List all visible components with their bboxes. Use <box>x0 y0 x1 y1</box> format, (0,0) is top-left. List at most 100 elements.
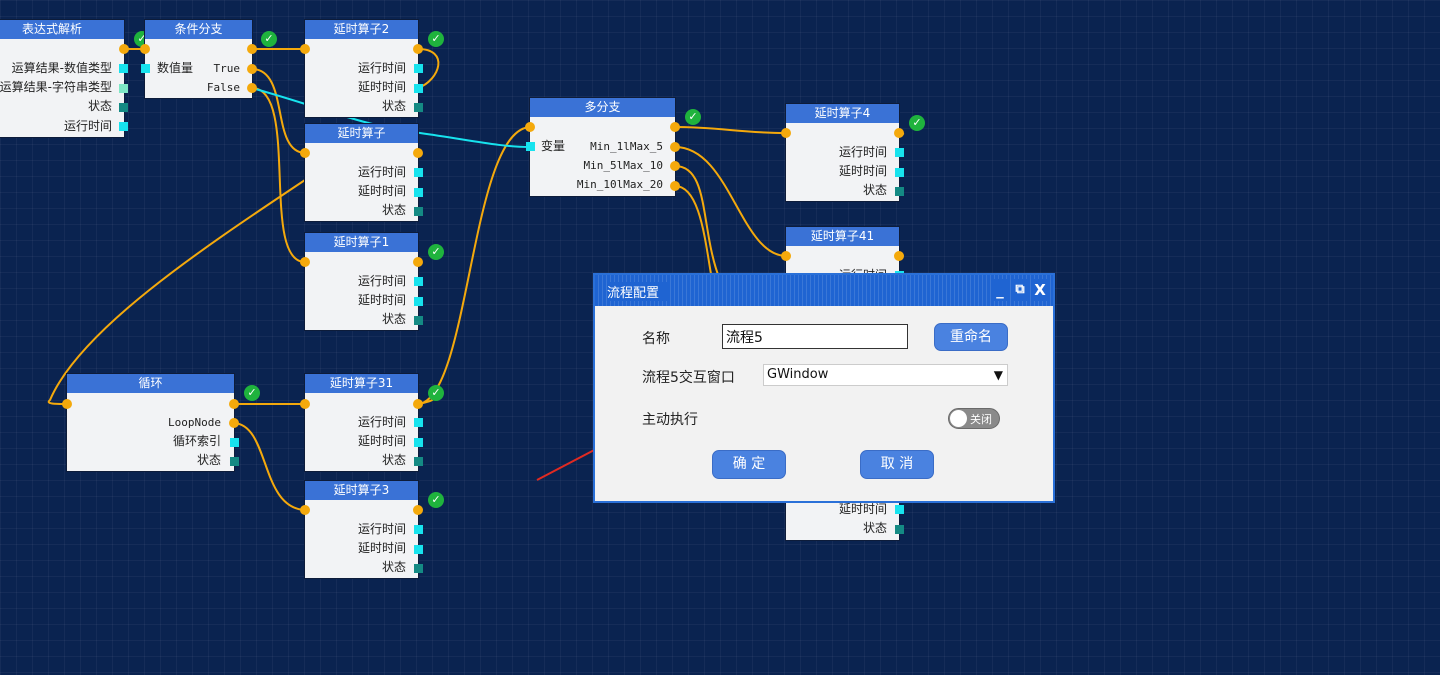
output-port[interactable] <box>414 297 423 306</box>
node-title: 延时算子31 <box>305 374 418 393</box>
output-port[interactable] <box>119 44 129 54</box>
flow-config-dialog[interactable]: 流程配置 _ ⧉ X 名称 重命名 流程5交互窗口 GWindow ▼ 主动执行… <box>593 273 1055 503</box>
node-delay-4[interactable]: 延时算子4 运行时间 延时时间 状态 <box>781 104 904 201</box>
output-port[interactable] <box>414 525 423 534</box>
output-port[interactable] <box>895 187 904 196</box>
interactive-window-label: 流程5交互窗口 <box>642 370 735 386</box>
node-condition-branch[interactable]: 条件分支 数值量 True False <box>140 20 257 98</box>
node-delay-1[interactable]: 延时算子1 运行时间 延时时间 状态 <box>300 233 423 330</box>
input-port[interactable] <box>62 399 72 409</box>
node-title: 多分支 <box>530 98 675 117</box>
restore-icon[interactable]: ⧉ <box>1011 279 1029 301</box>
auto-run-toggle[interactable]: 关闭 <box>948 408 1000 429</box>
output-label: 运算结果-数值类型 <box>11 61 112 75</box>
output-port[interactable] <box>670 122 680 132</box>
minimize-icon[interactable]: _ <box>991 279 1009 301</box>
output-port[interactable] <box>247 83 257 93</box>
output-port[interactable] <box>119 122 128 131</box>
input-port[interactable] <box>300 399 310 409</box>
input-port[interactable] <box>526 142 535 151</box>
node-delay-2[interactable]: 延时算子2 运行时间 延时时间 状态 <box>300 20 423 117</box>
output-port[interactable] <box>119 103 128 112</box>
input-port[interactable] <box>140 44 150 54</box>
check-circle-icon: ✓ <box>909 115 925 131</box>
confirm-button[interactable]: 确 定 <box>712 450 786 479</box>
node-delay-31[interactable]: 延时算子31 运行时间 延时时间 状态 <box>300 374 423 471</box>
node-delay[interactable]: 延时算子 运行时间 延时时间 状态 <box>300 124 423 221</box>
output-label: 延时时间 <box>357 80 406 94</box>
node-multi-branch[interactable]: 多分支 变量 Min_1lMax_5 Min_5lMax_10 Min_10lM… <box>525 98 680 196</box>
output-port[interactable] <box>670 142 680 152</box>
output-label: 延时时间 <box>838 164 887 178</box>
node-title: 延时算子3 <box>305 481 418 500</box>
output-port[interactable] <box>414 545 423 554</box>
dialog-titlebar[interactable]: 流程配置 _ ⧉ X <box>595 275 1053 306</box>
toggle-state-label: 关闭 <box>970 413 992 426</box>
output-port[interactable] <box>413 44 423 54</box>
output-label: Min_1lMax_5 <box>590 140 663 153</box>
input-port[interactable] <box>300 257 310 267</box>
output-port[interactable] <box>414 84 423 93</box>
output-port[interactable] <box>414 64 423 73</box>
input-port[interactable] <box>525 122 535 132</box>
output-port[interactable] <box>670 161 680 171</box>
selected-window: GWindow <box>767 367 829 382</box>
input-port[interactable] <box>781 251 791 261</box>
output-port[interactable] <box>414 438 423 447</box>
input-port[interactable] <box>141 64 150 73</box>
input-label: 变量 <box>541 139 566 153</box>
close-icon[interactable]: X <box>1031 279 1049 301</box>
name-input[interactable] <box>722 324 908 349</box>
output-port[interactable] <box>230 457 239 466</box>
output-port[interactable] <box>895 505 904 514</box>
output-port[interactable] <box>413 148 423 158</box>
output-port[interactable] <box>229 399 239 409</box>
output-port[interactable] <box>414 316 423 325</box>
output-port[interactable] <box>413 399 423 409</box>
auto-run-label: 主动执行 <box>642 412 698 428</box>
output-label: 循环索引 <box>172 434 221 448</box>
node-delay-3[interactable]: 延时算子3 运行时间 延时时间 状态 <box>300 481 423 578</box>
chevron-down-icon: ▼ <box>993 368 1003 382</box>
output-port[interactable] <box>414 207 423 216</box>
output-label: 运行时间 <box>357 415 406 429</box>
node-title: 延时算子1 <box>305 233 418 252</box>
interactive-window-select[interactable]: GWindow ▼ <box>763 364 1008 386</box>
node-loop[interactable]: 循环 LoopNode 循环索引 状态 <box>62 374 239 471</box>
cancel-button[interactable]: 取 消 <box>860 450 934 479</box>
node-expression-parse[interactable]: 表达式解析 运算结果-数值类型 运算结果-字符串类型 状态 运行时间 <box>0 20 129 137</box>
output-port[interactable] <box>413 505 423 515</box>
output-port[interactable] <box>895 525 904 534</box>
wire-cond-true-to-delay1 <box>251 87 306 263</box>
input-port[interactable] <box>781 128 791 138</box>
output-port[interactable] <box>894 128 904 138</box>
wire-multi-to-delay4 <box>674 126 787 134</box>
check-circle-icon: ✓ <box>685 109 701 125</box>
input-port[interactable] <box>300 148 310 158</box>
check-circle-icon: ✓ <box>428 31 444 47</box>
output-port[interactable] <box>894 251 904 261</box>
output-port[interactable] <box>119 84 128 93</box>
output-port[interactable] <box>414 418 423 427</box>
output-port[interactable] <box>414 277 423 286</box>
output-port[interactable] <box>413 257 423 267</box>
output-port[interactable] <box>119 64 128 73</box>
input-port[interactable] <box>300 44 310 54</box>
output-port[interactable] <box>229 418 239 428</box>
output-port[interactable] <box>414 103 423 112</box>
rename-button[interactable]: 重命名 <box>934 323 1008 351</box>
output-port[interactable] <box>895 148 904 157</box>
output-label: Min_5lMax_10 <box>583 159 663 172</box>
input-port[interactable] <box>300 505 310 515</box>
output-port[interactable] <box>230 438 239 447</box>
output-port[interactable] <box>247 44 257 54</box>
output-port[interactable] <box>414 188 423 197</box>
output-port[interactable] <box>895 168 904 177</box>
output-port[interactable] <box>414 168 423 177</box>
output-port[interactable] <box>414 564 423 573</box>
output-port[interactable] <box>247 64 257 74</box>
output-label: False <box>206 81 240 94</box>
output-port[interactable] <box>670 181 680 191</box>
output-port[interactable] <box>414 457 423 466</box>
